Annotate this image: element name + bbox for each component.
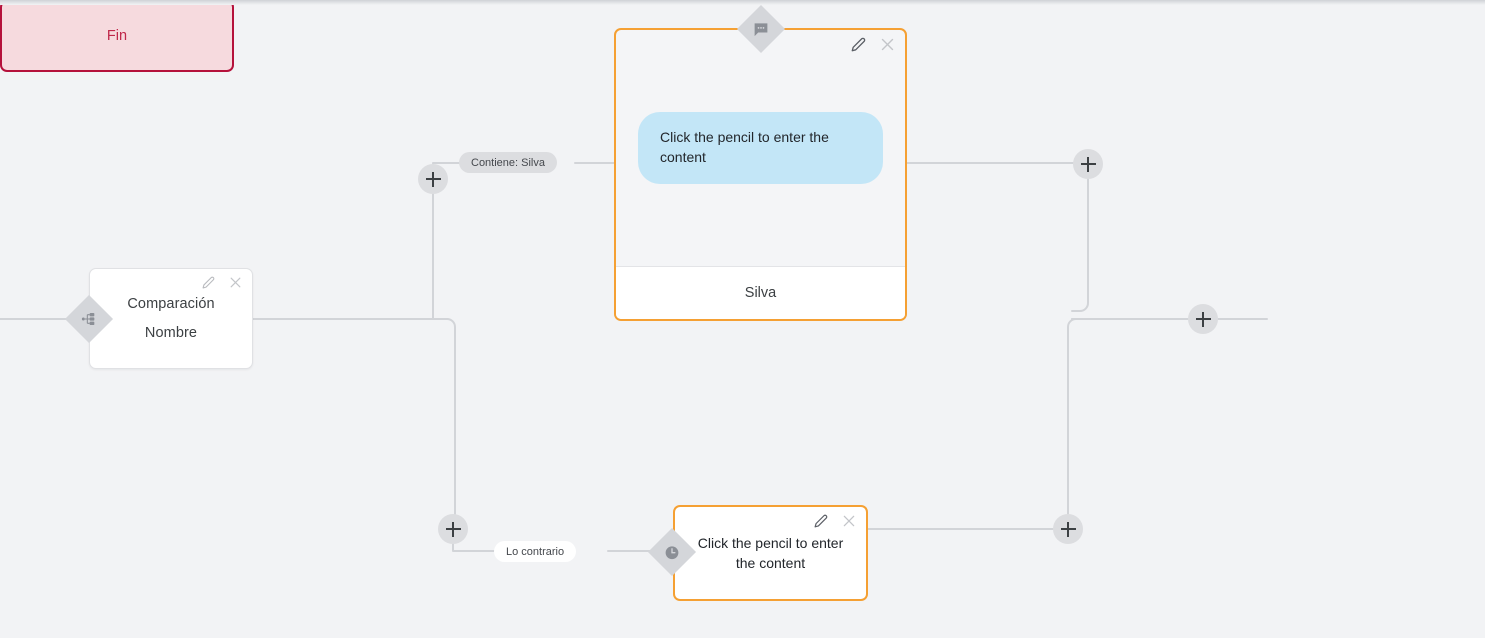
end-node-label: Fin <box>106 28 128 44</box>
message-content-bubble[interactable]: Click the pencil to enter the content <box>638 112 883 184</box>
wire-branch-false <box>446 318 456 515</box>
close-icon[interactable] <box>880 37 895 52</box>
message-node[interactable]: Click the pencil to enter the content Si… <box>614 28 907 321</box>
comparacion-title: Comparación <box>127 296 215 312</box>
end-node[interactable]: Fin <box>0 0 234 72</box>
window-top-strip <box>0 0 1485 5</box>
branch-icon <box>64 294 114 344</box>
comparacion-node-tools <box>202 276 242 289</box>
add-button-true-branch[interactable] <box>418 164 448 194</box>
close-icon[interactable] <box>842 514 856 528</box>
add-button-after-message[interactable] <box>1073 149 1103 179</box>
comparacion-subtitle: Nombre <box>144 325 198 341</box>
add-button-before-end[interactable] <box>1188 304 1218 334</box>
close-icon[interactable] <box>229 276 242 289</box>
edge-label-lo-contrario[interactable]: Lo contrario <box>494 541 577 562</box>
message-node-footer: Silva <box>616 266 905 319</box>
clock-icon <box>647 527 697 577</box>
timer-node-text: Click the pencil to enter the content <box>697 534 844 571</box>
timer-node-tools <box>814 514 856 528</box>
edge-label-contiene[interactable]: Contiene: Silva <box>459 152 557 173</box>
message-node-tools <box>851 37 895 52</box>
comparacion-node[interactable]: Comparación Nombre <box>89 268 253 369</box>
timer-node[interactable]: Click the pencil to enter the content <box>673 505 868 601</box>
pencil-icon[interactable] <box>814 514 828 528</box>
message-node-body: Click the pencil to enter the content <box>616 30 905 266</box>
pencil-icon[interactable] <box>851 37 866 52</box>
add-button-after-timer[interactable] <box>1053 514 1083 544</box>
pencil-icon[interactable] <box>202 276 215 289</box>
wire-timer-up-to-merge <box>1067 318 1077 515</box>
add-button-false-branch[interactable] <box>438 514 468 544</box>
speech-bubble-icon <box>736 4 786 54</box>
wire-false-plus-to-label <box>452 543 495 552</box>
wire-message-down-to-merge <box>1071 178 1089 312</box>
